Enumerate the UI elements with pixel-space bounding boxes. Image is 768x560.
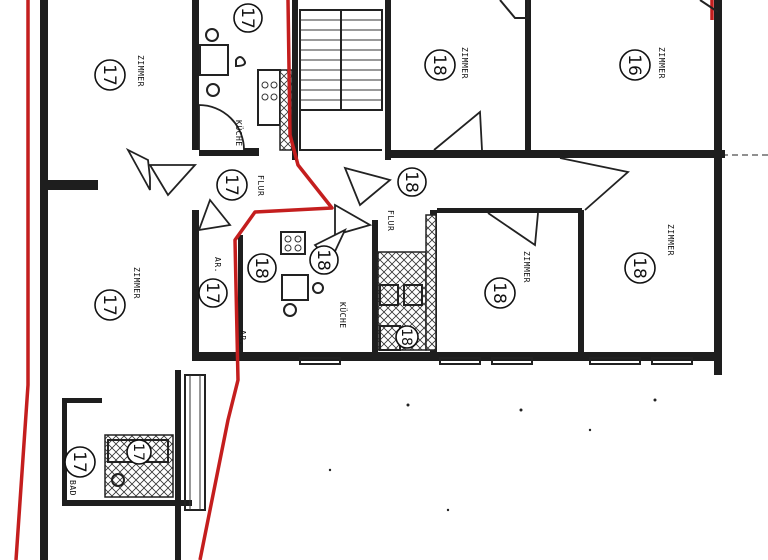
wall-left-inner-upper xyxy=(192,0,199,150)
wall-left-inner-lower xyxy=(192,210,199,360)
svg-text:17: 17 xyxy=(99,64,119,86)
wall-kitchen-flur xyxy=(199,148,259,156)
wall-bath-left xyxy=(372,220,378,360)
room-r4-label: ZIMMER xyxy=(657,47,666,79)
room-r7-label: ZIMMER xyxy=(132,267,141,299)
svg-text:18: 18 xyxy=(489,282,509,304)
room-r3-label: ZIMMER xyxy=(460,47,469,79)
room-r1-label: ZIMMER xyxy=(136,55,145,87)
svg-text:17: 17 xyxy=(69,451,89,473)
svg-text:16: 16 xyxy=(624,54,644,76)
wall-center-horizontal xyxy=(385,150,725,158)
boundary-lines xyxy=(14,0,714,560)
kitchen-upper-counter xyxy=(199,44,229,76)
room-r5-label: FLUR xyxy=(256,175,265,196)
room-r6-label: FLUR xyxy=(386,210,395,231)
bath-lower-label: BAD xyxy=(68,480,77,496)
room-r11-label: ZIMMER xyxy=(522,251,531,283)
wall-lower-divider-2 xyxy=(578,210,584,360)
svg-text:17: 17 xyxy=(237,7,257,29)
room-r12-label: ZIMMER xyxy=(666,224,675,256)
wall-right-outer xyxy=(714,0,722,375)
room-r4: 16 ZIMMER xyxy=(619,47,666,81)
kitchen-lower-label: KÜCHE xyxy=(338,302,348,329)
wall-lower-horizontal xyxy=(192,352,722,361)
door-swings xyxy=(125,104,630,264)
kitchen-lower-stove xyxy=(280,231,306,255)
svg-text:18: 18 xyxy=(629,257,649,279)
windows xyxy=(299,154,768,365)
svg-text:17: 17 xyxy=(99,294,119,316)
boundary-apartment xyxy=(198,0,334,560)
kitchen-lower-counter xyxy=(281,274,309,301)
boundary-left xyxy=(14,0,30,560)
room-r1: 17 ZIMMER xyxy=(94,55,145,91)
room-r2: 17 xyxy=(233,3,263,33)
room-r9: 18 AR. xyxy=(238,253,277,346)
svg-text:17: 17 xyxy=(130,443,146,461)
wall-ar-separator xyxy=(238,235,243,355)
room-r13: 18 xyxy=(395,325,419,349)
room-r8: 17 AR. xyxy=(198,257,228,308)
room-r9-label: AR. xyxy=(238,330,247,346)
wall-bath-lower-right xyxy=(175,370,181,560)
svg-text:17: 17 xyxy=(202,282,222,304)
room-r11: 18 ZIMMER xyxy=(484,251,531,309)
wall-stub-left xyxy=(48,180,98,190)
svg-text:17: 17 xyxy=(221,174,241,196)
wall-bath-lower-bottom xyxy=(62,500,192,506)
wall-upper-right-divider xyxy=(525,0,531,150)
room-r7: 17 ZIMMER xyxy=(94,267,141,321)
room-r5: 17 FLUR xyxy=(216,169,265,201)
room-r14: 17 xyxy=(64,446,96,478)
room-r15: 17 xyxy=(126,439,152,465)
svg-text:18: 18 xyxy=(429,54,449,76)
scan-specks xyxy=(328,0,719,512)
wall-stair-right xyxy=(385,0,391,160)
wall-stair-left xyxy=(292,0,298,160)
wall-left-outer xyxy=(40,0,48,560)
svg-text:18: 18 xyxy=(251,257,271,279)
svg-text:18: 18 xyxy=(313,249,333,271)
wall-lower-room-top xyxy=(437,208,582,213)
room-r10: 18 xyxy=(309,245,339,275)
room-r6: 18 FLUR xyxy=(386,167,427,231)
walls xyxy=(40,0,725,560)
staircase xyxy=(299,9,383,151)
wall-bath-lower-top xyxy=(62,398,102,403)
room-r3: 18 ZIMMER xyxy=(424,47,469,81)
room-r8-label: AR. xyxy=(213,257,222,273)
wall-bath-lower-left xyxy=(62,398,67,506)
svg-text:18: 18 xyxy=(398,328,414,346)
kitchen-upper-label: KÜCHE xyxy=(234,120,244,147)
svg-text:18: 18 xyxy=(401,171,421,193)
room-r12: 18 ZIMMER xyxy=(624,224,675,284)
